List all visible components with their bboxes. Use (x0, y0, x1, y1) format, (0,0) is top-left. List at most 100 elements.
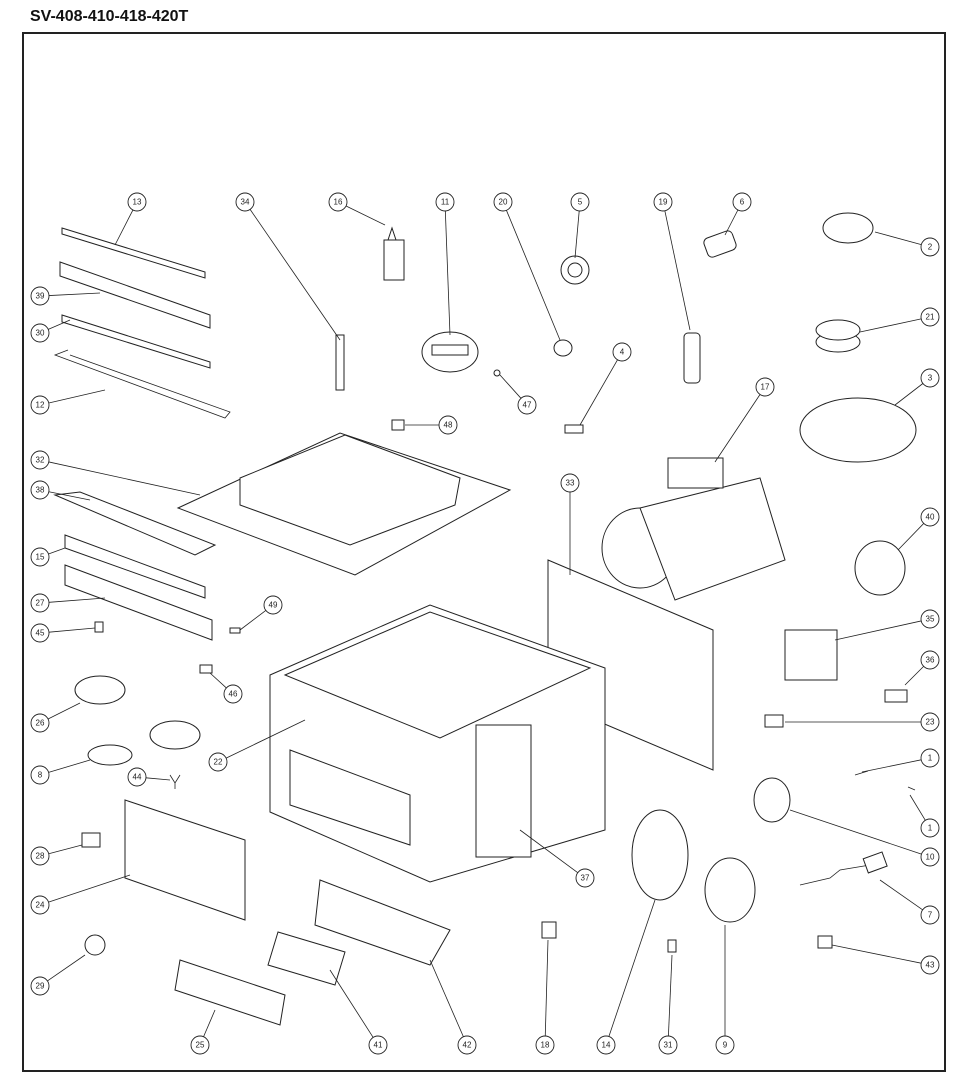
leader-line (499, 374, 522, 399)
callout-circle (457, 1035, 477, 1055)
part-45 (94, 621, 104, 633)
callout-41: 41 (329, 969, 388, 1055)
part-disc-detail (799, 397, 917, 463)
callout-39: 39 (30, 286, 101, 306)
part-44 (169, 774, 181, 789)
callout-10: 10 (789, 809, 940, 867)
leader-line (48, 491, 91, 501)
callout-number: 12 (36, 401, 45, 410)
callout-46: 46 (209, 672, 243, 704)
callout-circle (920, 712, 940, 732)
callout-circle (920, 368, 940, 388)
leader-line (608, 899, 656, 1037)
part-bushing (703, 230, 737, 258)
callout-number: 20 (499, 198, 508, 207)
callout-number: 28 (36, 852, 45, 861)
callout-number: 21 (926, 313, 935, 322)
part-pin (854, 770, 869, 776)
callout-23: 23 (785, 712, 940, 732)
callout-number: 49 (269, 601, 278, 610)
part-gas-spring (335, 334, 345, 391)
part-47 (493, 369, 501, 377)
part-front-label (174, 959, 286, 1026)
part-31 (667, 939, 677, 953)
callout-30: 30 (30, 319, 71, 343)
callout-circle (920, 609, 940, 629)
leader-line (544, 939, 549, 1037)
callout-circle (368, 1035, 388, 1055)
callout-circle (208, 752, 228, 772)
leader-line (47, 954, 86, 982)
leader-line (48, 759, 91, 773)
callout-number: 36 (926, 656, 935, 665)
callout-circle (235, 192, 255, 212)
callout-number: 8 (38, 771, 43, 780)
callout-circle (328, 192, 348, 212)
callout-circle (263, 595, 283, 615)
part-43 (817, 935, 833, 949)
callout-circle (30, 286, 50, 306)
callout-number: 24 (36, 901, 45, 910)
callout-number: 46 (229, 690, 238, 699)
leader-line (789, 809, 922, 855)
callout-circle (223, 684, 243, 704)
callout-circle (920, 237, 940, 257)
callout-number: 26 (36, 719, 45, 728)
callout-circle (715, 1035, 735, 1055)
callout-number: 22 (214, 758, 223, 767)
leader-line (48, 319, 71, 330)
callout-24: 24 (30, 874, 131, 915)
callout-circle (920, 307, 940, 327)
callout-circle (127, 767, 147, 787)
callout-number: 9 (723, 1041, 728, 1050)
callout-number: 19 (659, 198, 668, 207)
part-capacitor (683, 332, 701, 384)
callout-number: 32 (36, 456, 45, 465)
callout-circle (493, 192, 513, 212)
callout-25: 25 (190, 1009, 216, 1055)
leader-line (48, 389, 106, 404)
callout-number: 45 (36, 629, 45, 638)
callout-number: 17 (761, 383, 770, 392)
callout-47: 47 (499, 374, 537, 415)
callout-number: 48 (444, 421, 453, 430)
callout-number: 1 (928, 824, 933, 833)
callout-5: 5 (570, 192, 590, 259)
callout-13: 13 (114, 192, 147, 246)
part-23 (764, 714, 784, 728)
leader-line (48, 547, 66, 555)
leader-line (444, 210, 451, 336)
leader-line (861, 759, 922, 773)
callout-18: 18 (535, 939, 555, 1055)
callout-45: 45 (30, 623, 96, 643)
callout-number: 15 (36, 553, 45, 562)
callout-circle (596, 1035, 616, 1055)
leader-line (239, 610, 267, 631)
callout-circle (30, 976, 50, 996)
callout-circle (30, 395, 50, 415)
part-valve-10 (753, 777, 791, 823)
callout-circle (127, 192, 147, 212)
leader-line (114, 209, 134, 246)
callout-circle (560, 473, 580, 493)
callout-16: 16 (328, 192, 386, 226)
callout-circle (920, 818, 940, 838)
callout-circle (435, 192, 455, 212)
callout-number: 35 (926, 615, 935, 624)
part-pin-detail (822, 212, 874, 244)
callout-42: 42 (429, 959, 477, 1055)
callout-number: 41 (374, 1041, 383, 1050)
part-27 (64, 564, 213, 641)
callout-33: 33 (560, 473, 580, 575)
leader-line (48, 627, 96, 633)
part-40-detail (854, 540, 906, 596)
callout-number: 11 (441, 198, 450, 207)
part-solenoid-detail (704, 857, 756, 923)
callout-circle (30, 480, 50, 500)
callout-number: 42 (463, 1041, 472, 1050)
callout-circle (920, 507, 940, 527)
leader-line (345, 205, 386, 226)
leader-line (879, 879, 923, 911)
callout-38: 38 (30, 480, 91, 501)
